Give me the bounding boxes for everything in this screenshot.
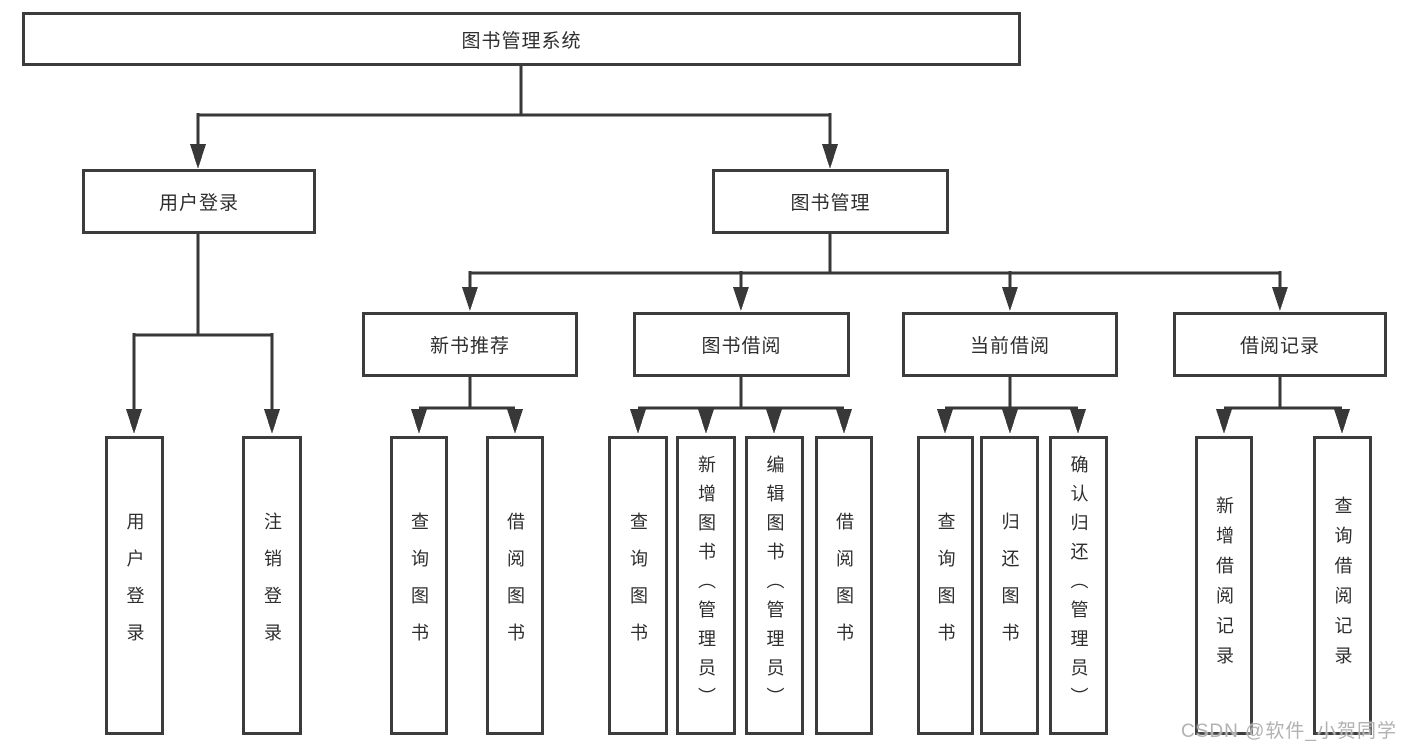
connector-current-borrowing-to-leaves — [937, 377, 1086, 434]
arrowhead-icon — [1002, 409, 1018, 434]
arrowhead-icon — [1002, 287, 1018, 311]
leaf-borrowing-query-books: 查询图书 — [608, 436, 668, 735]
node-book-borrowing: 图书借阅 — [633, 312, 850, 377]
arrowhead-icon — [766, 409, 782, 434]
leaf-confirm-return-admin: 确认归还（管理员） — [1049, 436, 1108, 735]
node-label: 图书管理系统 — [461, 30, 582, 52]
arrowhead-icon — [462, 287, 478, 311]
leaf-label: 查询图书 — [935, 511, 956, 660]
arrowhead-icon — [507, 409, 523, 434]
node-label: 借阅记录 — [1239, 336, 1320, 357]
node-borrowing-records: 借阅记录 — [1173, 312, 1387, 377]
leaf-add-books-admin: 新增图书（管理员） — [676, 436, 736, 735]
leaf-logout: 注销登录 — [242, 436, 302, 735]
connector-user-login-to-leaves — [126, 233, 280, 434]
leaf-label: 借阅图书 — [834, 511, 854, 660]
leaf-label: 归还图书 — [999, 511, 1020, 660]
leaf-label: 新增图书（管理员） — [696, 455, 716, 716]
arrowhead-icon — [190, 144, 206, 169]
arrowhead-icon — [822, 144, 838, 169]
leaf-label: 借阅图书 — [505, 511, 525, 660]
node-label: 图书管理 — [790, 193, 871, 214]
arrowhead-icon — [733, 287, 749, 311]
node-new-book-recommend: 新书推荐 — [362, 312, 578, 377]
leaf-label: 用户登录 — [124, 511, 145, 660]
arrowhead-icon — [698, 409, 714, 434]
node-label: 图书借阅 — [701, 336, 782, 357]
node-label: 用户登录 — [158, 193, 239, 214]
node-label: 当前借阅 — [969, 336, 1050, 357]
connector-book-management-to-level3 — [462, 233, 1288, 311]
leaf-label: 查询图书 — [628, 511, 648, 660]
node-book-management: 图书管理 — [712, 169, 949, 234]
node-user-login: 用户登录 — [82, 169, 316, 234]
arrowhead-icon — [1070, 409, 1086, 434]
leaf-return-books: 归还图书 — [980, 436, 1039, 735]
arrowhead-icon — [1334, 409, 1350, 434]
connector-new-book-recommend-to-leaves — [411, 377, 523, 434]
leaf-add-borrow-record: 新增借阅记录 — [1195, 436, 1253, 735]
leaf-edit-books-admin: 编辑图书（管理员） — [745, 436, 804, 735]
leaf-borrowing-borrow-books: 借阅图书 — [815, 436, 873, 735]
leaf-label: 编辑图书（管理员） — [764, 455, 785, 716]
connector-book-borrowing-to-leaves — [630, 377, 852, 434]
connector-borrowing-records-to-leaves — [1216, 377, 1350, 434]
arrowhead-icon — [126, 409, 142, 434]
csdn-watermark: CSDN @软件_小贺同学 — [1181, 721, 1397, 742]
leaf-user-login: 用户登录 — [105, 436, 164, 735]
arrowhead-icon — [264, 409, 280, 434]
node-label: 新书推荐 — [429, 336, 510, 357]
leaf-recommend-query-books: 查询图书 — [390, 436, 448, 735]
arrowhead-icon — [1216, 409, 1232, 434]
leaf-label: 查询借阅记录 — [1332, 495, 1353, 676]
leaf-label: 新增借阅记录 — [1214, 495, 1234, 676]
node-current-borrowing: 当前借阅 — [902, 312, 1118, 377]
leaf-query-borrow-record: 查询借阅记录 — [1313, 436, 1372, 735]
leaf-label: 注销登录 — [262, 511, 282, 660]
leaf-label: 查询图书 — [409, 511, 429, 660]
arrowhead-icon — [1272, 287, 1288, 311]
arrowhead-icon — [411, 409, 427, 434]
arrowhead-icon — [937, 409, 953, 434]
leaf-recommend-borrow-books: 借阅图书 — [486, 436, 544, 735]
arrowhead-icon — [630, 409, 646, 434]
node-library-management-system: 图书管理系统 — [22, 12, 1021, 66]
leaf-label: 确认归还（管理员） — [1068, 455, 1089, 716]
connector-root-to-level2 — [190, 65, 838, 169]
arrowhead-icon — [836, 409, 852, 434]
leaf-current-query-books: 查询图书 — [917, 436, 974, 735]
